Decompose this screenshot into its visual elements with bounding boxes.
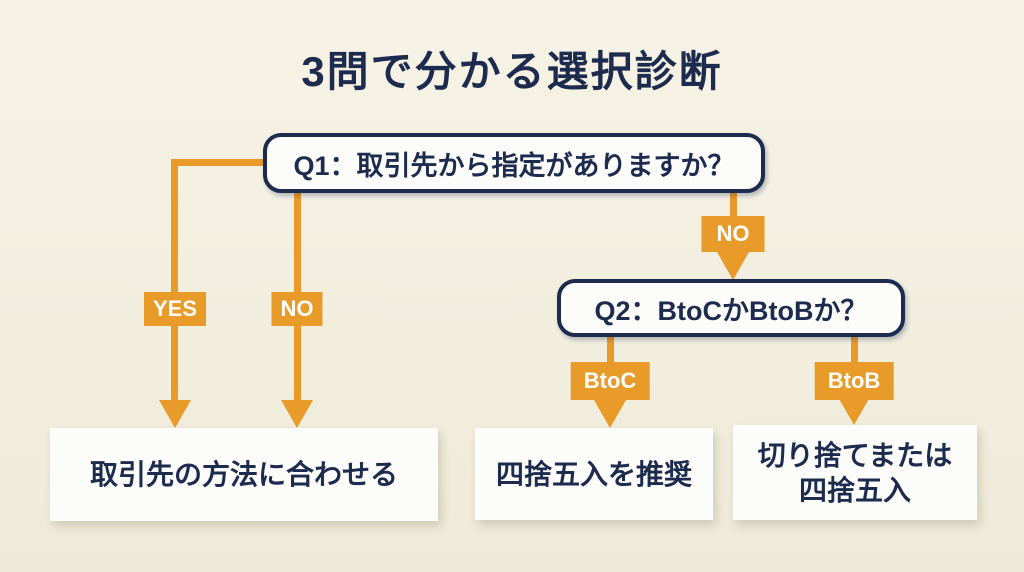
q2-label: Q2：BtoCかBtoBか？ [594,295,868,326]
yes-arrow-icon [159,400,191,428]
page-title: 3問で分かる選択診断 [301,48,723,95]
badge-yes: YES [143,292,207,326]
q2-box: Q2：BtoCかBtoBか？ [557,279,905,337]
outcome-btob-line2: 四捨五入 [798,474,911,506]
badge-no-right: NO [701,216,765,252]
badge-btoc: BtoC [570,362,650,400]
connector-yes-vertical [171,159,178,402]
q1-label: Q1：取引先から指定がありますか？ [293,150,735,181]
outcome-partner-label: 取引先の方法に合わせる [89,459,398,490]
btob-arrow-icon [838,397,870,425]
outcome-btoc-box: 四捨五入を推奨 [475,428,713,520]
connector-yes-horizontal [172,159,264,166]
outcome-btoc-label: 四捨五入を推奨 [495,458,692,490]
outcome-btob-box: 切り捨てまたは 四捨五入 [733,425,977,520]
btoc-arrow-icon [594,400,626,428]
q1-box: Q1：取引先から指定がありますか？ [263,133,765,193]
badge-no-left: NO [271,292,323,326]
outcome-btob-line1: 切り捨てまたは [757,439,953,471]
outcome-partner-box: 取引先の方法に合わせる [50,428,438,521]
no-right-arrow-icon [717,252,749,280]
no-left-arrow-icon [281,400,313,428]
badge-btob: BtoB [814,362,894,400]
